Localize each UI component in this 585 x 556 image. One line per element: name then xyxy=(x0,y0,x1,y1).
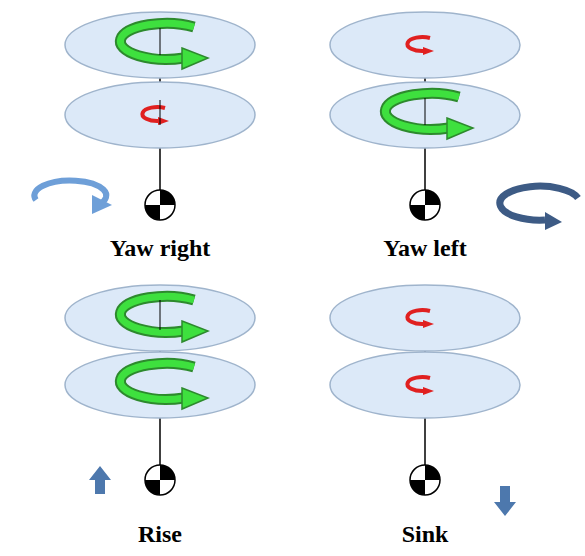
panel-label: Sink xyxy=(402,522,449,546)
panel-label: Yaw right xyxy=(110,236,211,260)
panel-label: Yaw left xyxy=(383,236,466,260)
panel-label: Rise xyxy=(138,522,182,546)
